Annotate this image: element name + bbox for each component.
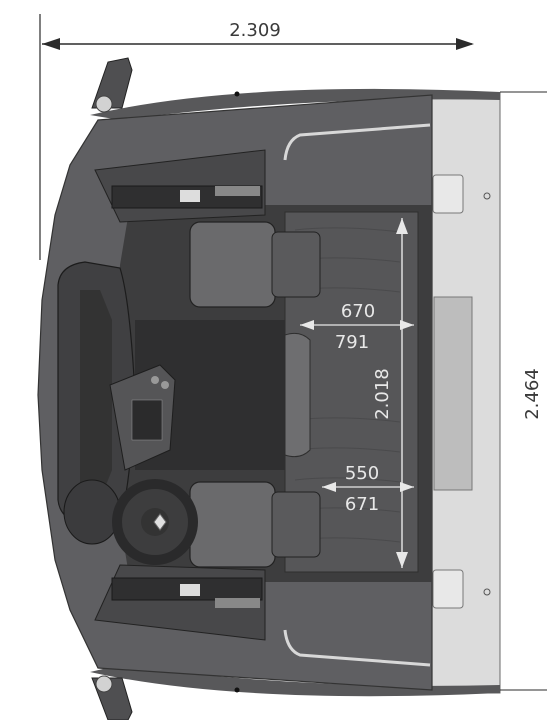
overall-length-label: 2.464 [522,368,543,420]
door-upper [94,149,266,223]
seat-driver [189,481,321,568]
lower-bunk-width-b: 671 [345,494,379,515]
seat-passenger [189,221,321,308]
upper-bunk-width-b: 791 [335,332,369,353]
trim-lower [283,629,431,667]
overall-width-label: 2.309 [229,20,281,41]
upper-bracket [432,174,464,214]
renault-diamond-icon [153,513,167,531]
mirror-upper [91,57,133,113]
lower-bolt [483,588,491,596]
center-console [284,332,311,458]
windshield-strip [80,290,112,500]
lower-bracket [432,569,464,609]
rear-wall-panel [431,92,501,694]
trim-upper [283,123,431,161]
top-reference-dot [234,91,240,97]
door-lower [94,564,266,641]
cab-body [37,88,500,697]
upper-bunk-width-a: 670 [341,301,375,322]
bottom-reference-dot [234,687,240,693]
lower-bunk-width-a: 550 [345,463,379,484]
overall-width-dimension: 2.309 [42,20,474,50]
bunk-length-dimension: 2.018 [372,218,408,568]
steering-wheel [63,479,198,565]
upper-bolt [483,192,491,200]
dashboard [57,261,176,526]
mirror-lower [91,675,133,720]
bunk-length-label: 2.018 [372,368,393,420]
upper-bunk-width-dimension: 670 791 [300,301,414,353]
lower-bunk-width-dimension: 550 671 [322,463,414,515]
rear-window [433,296,473,491]
